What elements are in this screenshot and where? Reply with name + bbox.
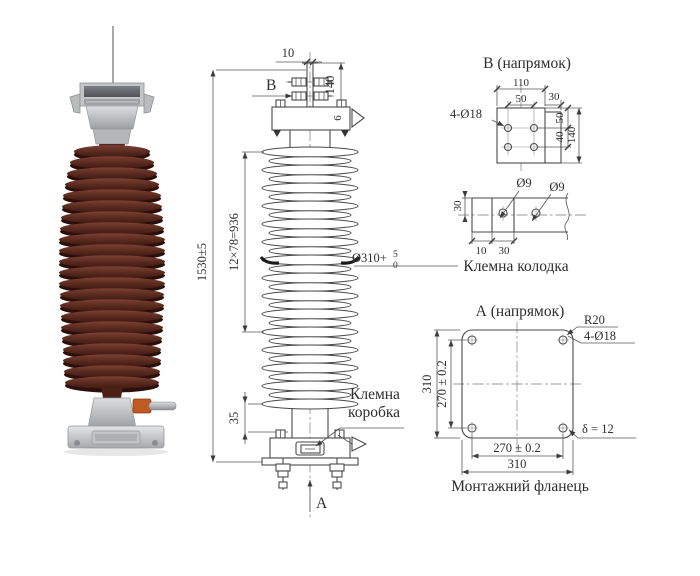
view-a-marker-text: А <box>316 495 328 512</box>
break-line <box>564 192 570 241</box>
photo-base-flange <box>67 386 177 449</box>
detail-b-dim-140: 140 <box>566 126 578 143</box>
detail-b-dim-v40: 40 <box>554 131 566 143</box>
photo-top-cap <box>69 82 155 153</box>
main-drawing: 10 В 140 6 <box>195 46 458 520</box>
detail-b-dim-50: 50 <box>516 93 528 105</box>
bottom-base <box>261 408 368 490</box>
photo-terminal-rod <box>148 401 177 411</box>
dim-140-text: 140 <box>323 76 337 95</box>
terminal-block-detail: Ø9 Ø9 30 10 30 Клемна колодка <box>452 176 586 275</box>
hole-dia-label-1: Ø9 <box>516 176 531 190</box>
detail-b-title: В (напрямок) <box>483 55 571 72</box>
flag-6-pennant <box>351 107 365 129</box>
product-photo <box>59 26 177 456</box>
flange-title: А (напрямок) <box>476 303 565 320</box>
flange-holes-label: 4-Ø18 <box>584 329 616 343</box>
photo-shadow <box>64 448 168 456</box>
detail-b-dim-v50: 50 <box>554 112 566 124</box>
flange-r20-label: R20 <box>584 313 605 327</box>
dia-310-text: Ø310+ <box>352 251 387 265</box>
top-cap-flange: 6 <box>271 99 365 150</box>
dim-936-text: 12×78=936 <box>227 213 241 271</box>
photo-terminal <box>132 398 152 414</box>
dia-tol-lower: 0 <box>393 261 398 271</box>
detail-b-hole <box>529 142 539 152</box>
terminal-box-label-1: Клемна <box>350 386 400 403</box>
terminal-box-leader <box>315 427 341 447</box>
foundation-bolt-left <box>275 458 291 490</box>
hole-dia-label-2: Ø9 <box>549 180 564 194</box>
flange-dim-270v: 270 ± 0.2 <box>435 360 449 408</box>
terminal-block-caption: Клемна колодка <box>463 258 568 275</box>
terminal-block-dim-30v: 30 <box>452 200 464 212</box>
flange-outline <box>461 329 574 439</box>
flange-dim-310v: 310 <box>420 375 434 394</box>
dim-1530-text: 1530±5 <box>195 243 209 281</box>
diameter-callout: Ø310+ 5 0 <box>259 250 458 271</box>
photo-bolt-left <box>74 440 80 446</box>
terminal-box-label-2: коробка <box>348 404 400 421</box>
mounting-flange-detail: А (напрямок) 310 270 ± 0.2 270 ± 0.2 310… <box>420 303 636 495</box>
foundation-bolt-right <box>329 458 345 490</box>
detail-b-hole <box>503 142 513 152</box>
detail-b-holes-label: 4-Ø18 <box>450 107 482 121</box>
detail-b-dim-30: 30 <box>549 91 561 103</box>
ribbed-column <box>261 146 359 410</box>
dim-35-text: 35 <box>227 412 241 425</box>
flange-holes <box>466 334 569 434</box>
flange-dim-270h: 270 ± 0.2 <box>493 441 541 455</box>
photo-bolt-right <box>152 440 158 446</box>
flange-caption: Монтажний фланець <box>451 478 589 495</box>
view-b-marker-text: В <box>266 77 276 94</box>
terminal-block-dim-10: 10 <box>476 245 488 257</box>
flange-thickness-label: δ = 12 <box>582 422 614 436</box>
dia-tol-upper: 5 <box>393 250 398 260</box>
detail-b: В (напрямок) 110 50 30 50 40 140 4-Ø18 <box>450 55 582 172</box>
flag-6-text: 6 <box>332 115 344 121</box>
base-pennant <box>351 436 368 452</box>
dim-ticks-10 <box>303 58 317 66</box>
terminal-block-dim-30h: 30 <box>499 245 511 257</box>
detail-b-dim-110: 110 <box>513 77 530 89</box>
dim-10-text: 10 <box>282 46 295 60</box>
flange-dim-310h: 310 <box>508 457 527 471</box>
detail-b-hole <box>503 123 513 133</box>
detail-b-hole <box>529 123 539 133</box>
photo-ribs <box>59 145 165 393</box>
